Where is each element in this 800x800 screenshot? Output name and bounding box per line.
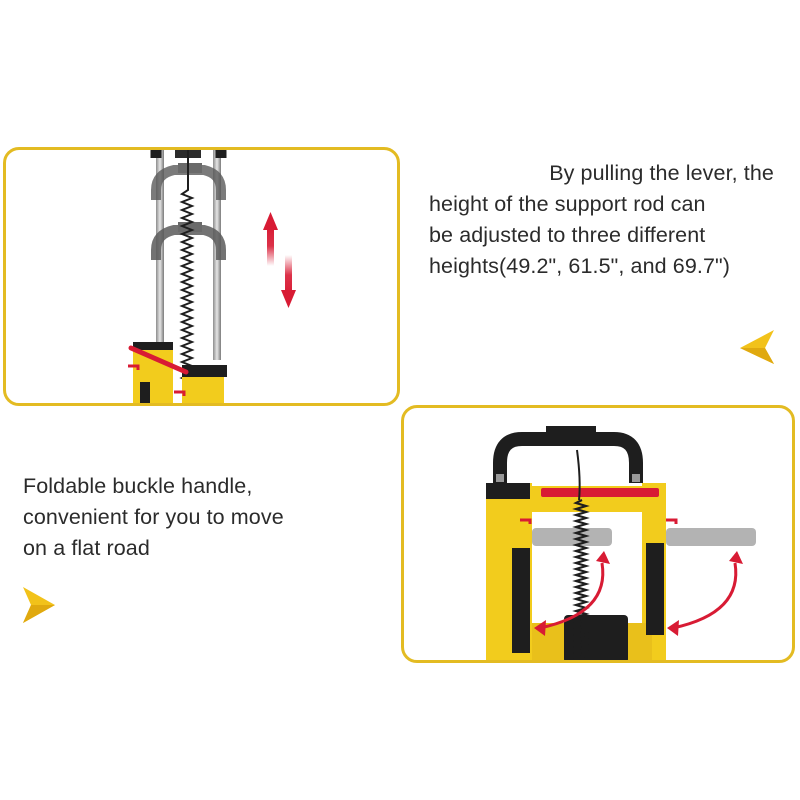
arrow-right-icon — [21, 585, 57, 625]
caption-line: heights(49.2", 61.5", and 69.7") — [429, 254, 731, 278]
arrow-left-icon — [738, 326, 776, 366]
caption-line: on a flat road — [23, 536, 150, 560]
caption-line: By pulling the lever, the — [549, 161, 774, 185]
support-rod-product-image — [128, 150, 296, 403]
fold-arrow-icon — [534, 551, 743, 636]
foldable-handle-caption: Foldable buckle handle, convenient for y… — [23, 471, 363, 564]
foldable-handle-product-image — [486, 426, 756, 660]
caption-line: height of the support rod can — [429, 192, 706, 216]
caption-line: Foldable buckle handle, — [23, 474, 253, 498]
caption-line: be adjusted to three different — [429, 223, 706, 247]
up-down-arrow-icon — [263, 212, 296, 308]
caption-line: convenient for you to move — [23, 505, 284, 529]
foldable-handle-image-frame — [401, 405, 795, 663]
support-rod-caption: By pulling the lever, the height of the … — [414, 158, 774, 282]
support-rod-image-frame — [3, 147, 400, 406]
